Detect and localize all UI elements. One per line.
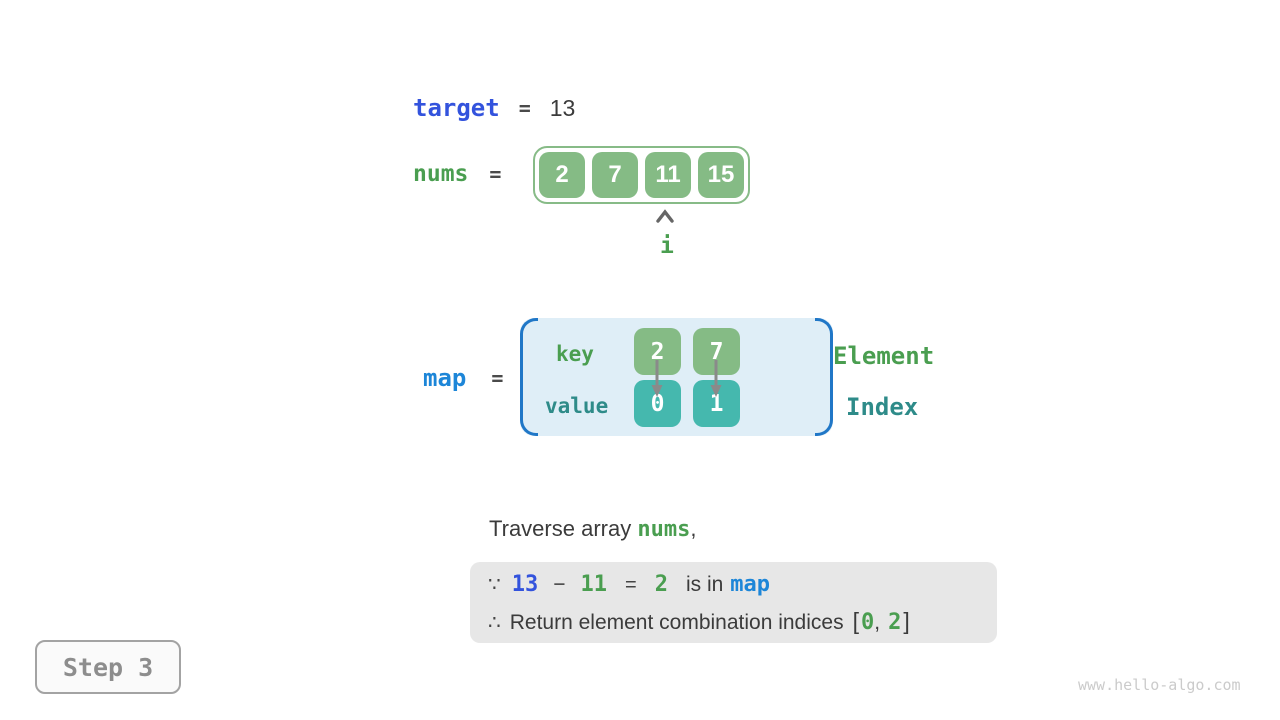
because-symbol: ∵: [488, 574, 501, 596]
caption-nums: nums: [637, 517, 691, 542]
difference: 2: [654, 572, 668, 597]
minuend: 13: [511, 572, 539, 597]
caption-suffix: ,: [690, 516, 697, 541]
map-value-cell: 0: [634, 380, 681, 427]
subtrahend: 11: [580, 572, 608, 597]
map-assignment: map =: [423, 364, 503, 392]
key-row-label: key: [556, 342, 594, 366]
array-cell: 15: [698, 152, 744, 198]
pointer-i-label: i: [660, 233, 674, 259]
bracket-close: ]: [903, 608, 910, 634]
return-text: Return element combination indices: [509, 611, 844, 634]
step-badge: Step 3: [35, 640, 181, 694]
right-parenthesis: [815, 318, 833, 436]
target-assignment: target = 13: [413, 94, 575, 122]
equals-sign: =: [625, 574, 637, 596]
therefore-symbol: ∴: [488, 612, 501, 634]
conclusion-line-2: ∴ Return element combination indices [ 0…: [488, 608, 997, 639]
nums-array: 2 7 11 15: [533, 146, 750, 204]
map-label: map: [423, 364, 467, 392]
result-index-b: 2: [888, 610, 902, 635]
watermark: www.hello-algo.com: [1078, 676, 1241, 694]
key-to-value-arrow-icon: [651, 360, 663, 397]
element-legend-label: Element: [833, 342, 935, 370]
caption-line: Traverse array nums,: [489, 516, 696, 542]
result-index-a: 0: [860, 610, 875, 635]
equals-sign: =: [518, 96, 531, 120]
map-container: key value 2 7 0 1: [520, 318, 833, 436]
equals-sign: =: [491, 366, 504, 390]
minus-sign: −: [553, 573, 566, 596]
caption-prefix: Traverse array: [489, 516, 638, 541]
equals-sign: =: [489, 162, 502, 186]
value-row-label: value: [545, 394, 609, 418]
array-cell: 11: [645, 152, 691, 198]
key-to-value-arrow-icon: [710, 360, 722, 397]
array-cell: 2: [539, 152, 585, 198]
is-in-text: is in: [685, 573, 724, 596]
left-parenthesis: [520, 318, 538, 436]
conclusion-line-1: ∵ 13 − 11 = 2 is in map: [488, 572, 997, 603]
map-reference: map: [730, 572, 771, 597]
map-value-cell: 1: [693, 380, 740, 427]
conclusion-box: ∵ 13 − 11 = 2 is in map ∴ Return element…: [470, 562, 997, 643]
target-value: 13: [549, 94, 576, 121]
nums-assignment: nums =: [413, 161, 501, 187]
pointer-up-arrow-icon: [656, 209, 674, 223]
target-label: target: [413, 94, 500, 122]
bracket-open: [: [852, 608, 859, 634]
index-legend-label: Index: [846, 393, 919, 421]
array-cell: 7: [592, 152, 638, 198]
comma: ,: [874, 611, 881, 634]
nums-label: nums: [413, 161, 469, 187]
